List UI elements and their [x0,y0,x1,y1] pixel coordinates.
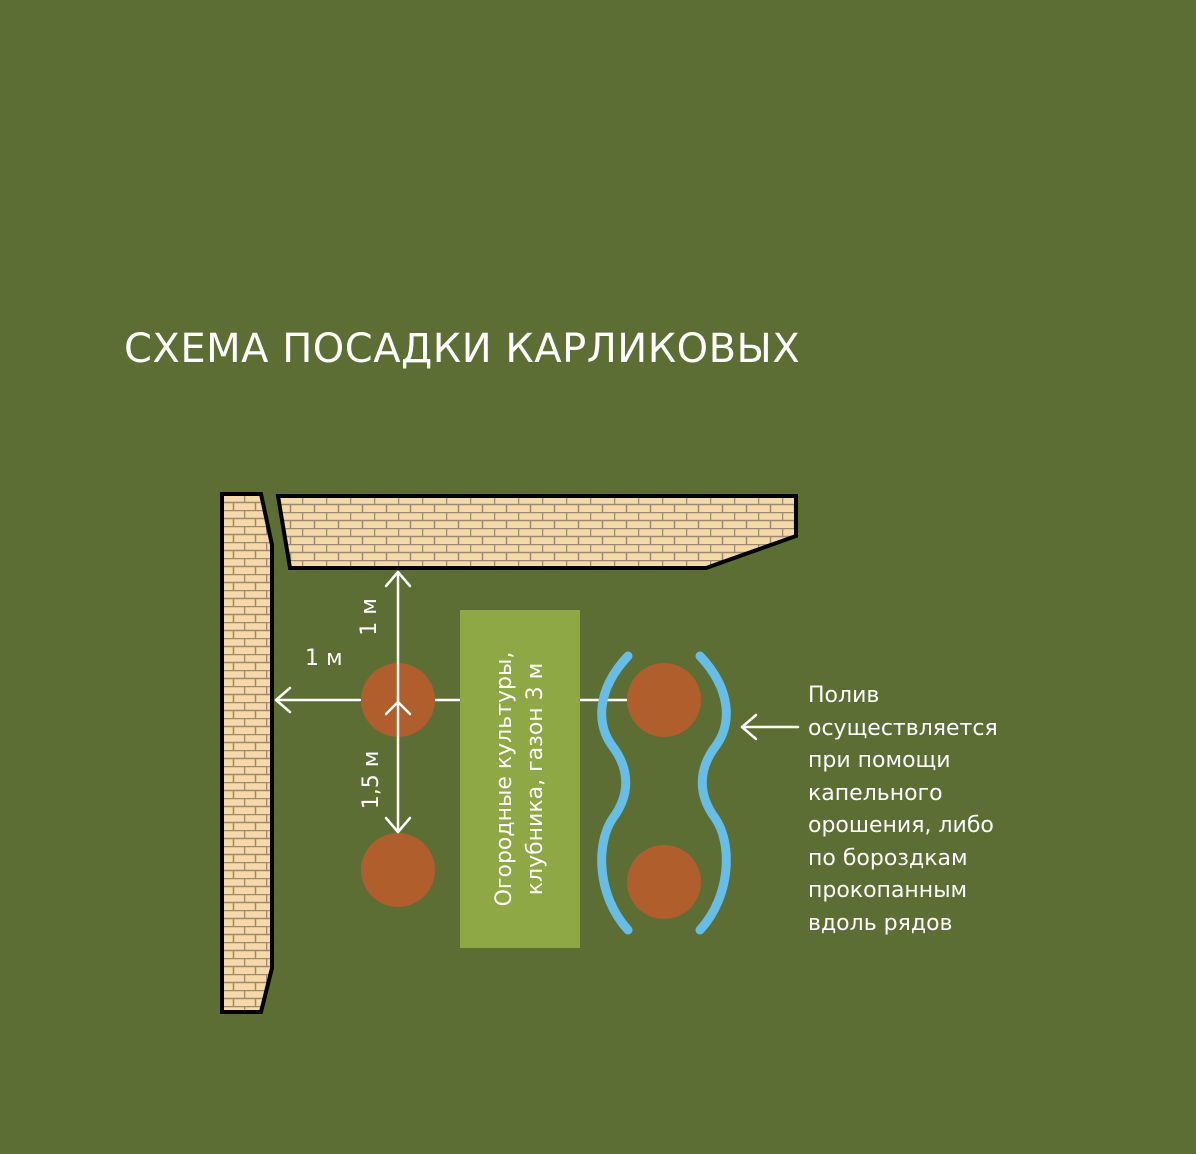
tree-row2-top [627,663,701,737]
arrow-row-spacing [384,698,412,834]
watering-note-line: капельного [808,780,943,806]
watering-note-line: по бороздкам [808,845,968,871]
arrow-to-fence [384,570,412,702]
distance-wall-label: 1 м [305,646,343,671]
tree-row2-bottom [627,845,701,919]
crop-strip-line-2: клубника, газон 3 м [523,662,548,896]
watering-note-line: прокопанным [808,878,968,903]
water-furrow-left [597,651,633,935]
distance-row-label: 1,5 м [359,750,384,810]
water-furrow-right [695,651,731,935]
watering-note-line: орошения, либо [808,813,994,838]
brick-wall-horizontal [275,494,798,570]
crop-strip-label: Огородные культуры, клубника, газон 3 м [489,652,551,907]
arrow-to-wall [274,686,362,714]
tree-row1-bottom [361,833,435,907]
watering-note: Полив осуществляется при помощи капельно… [808,680,1048,940]
crop-strip [460,610,580,948]
arrow-watering-note [740,713,800,741]
distance-fence-label: 1 м [357,598,382,636]
watering-note-line: вдоль рядов [808,910,953,936]
watering-note-line: Полив [808,683,880,708]
watering-note-line: при помощи [808,748,951,773]
brick-wall-vertical [220,492,274,1014]
crop-strip-line-1: Огородные культуры, [492,651,517,907]
diagram-title: СХЕМА ПОСАДКИ КАРЛИКОВЫХ [124,326,801,372]
watering-note-line: осуществляется [808,715,998,741]
